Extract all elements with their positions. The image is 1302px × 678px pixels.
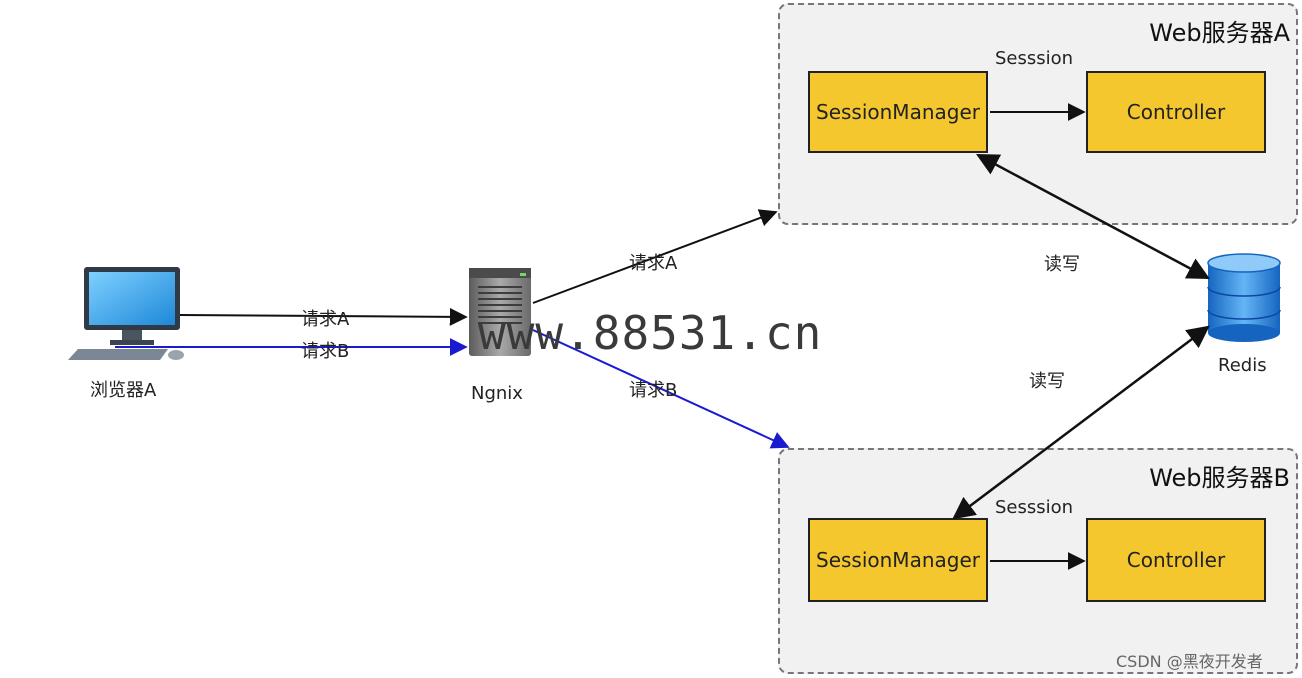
csdn-credit: CSDN @黑夜开发者 [1116, 652, 1263, 671]
server-tower-icon [469, 268, 531, 356]
request-b-browser-label: 请求B [301, 341, 350, 362]
session-label-b: Sesssion [995, 497, 1074, 518]
request-a-server-label: 请求A [629, 253, 678, 274]
session-manager-a: SessionManager [808, 71, 988, 153]
request-a-browser-label: 请求A [301, 309, 350, 330]
arrow-request-a-browser [179, 307, 468, 326]
browser-label: 浏览器A [90, 380, 157, 401]
web-server-a-title: Web服务器A [1149, 19, 1290, 47]
nginx-label: Ngnix [471, 383, 523, 404]
arrow-request-b-server [532, 329, 790, 449]
computer-icon [68, 267, 184, 360]
session-manager-b: SessionManager [808, 518, 988, 602]
database-icon [1207, 253, 1281, 342]
controller-a: Controller [1086, 71, 1266, 153]
read-write-b-label: 读写 [1029, 371, 1065, 392]
controller-b: Controller [1086, 518, 1266, 602]
read-write-a-label: 读写 [1044, 254, 1080, 275]
watermark-text: www.88531.cn [478, 306, 823, 360]
arrow-redis-rw-b [952, 325, 1210, 520]
session-label-a: Sesssion [995, 48, 1074, 69]
request-b-server-label: 请求B [629, 380, 678, 401]
arrow-request-a-server [532, 209, 778, 304]
arrow-redis-rw-a [976, 153, 1210, 280]
redis-label: Redis [1218, 355, 1267, 376]
